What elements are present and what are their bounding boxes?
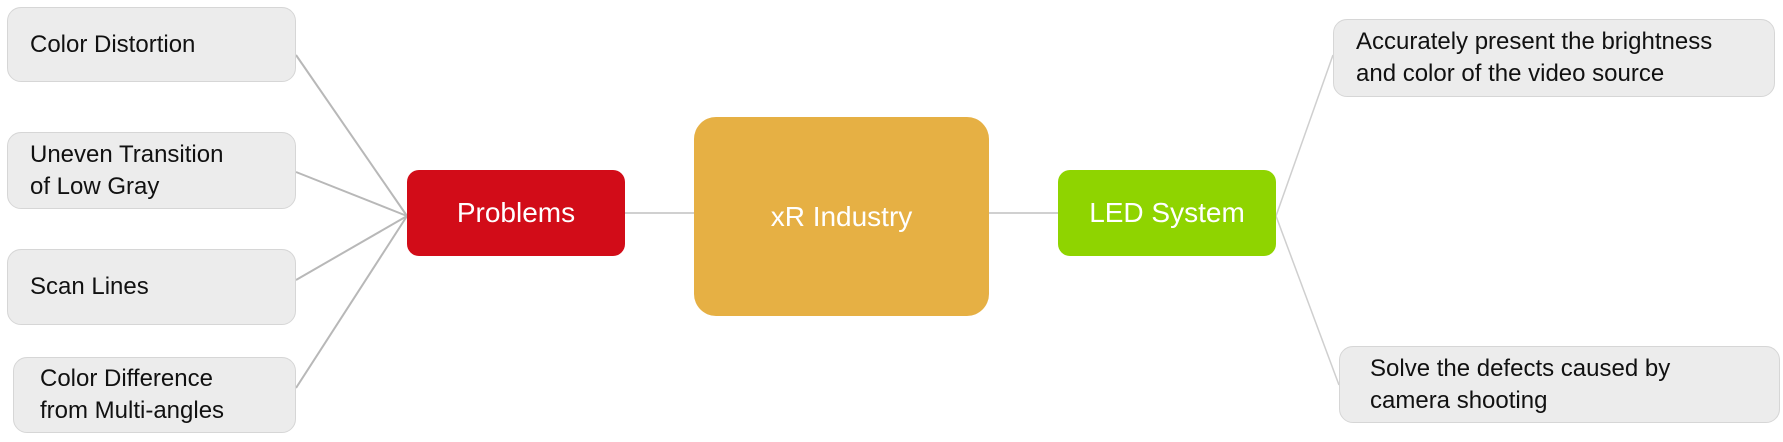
problems-node-label: Problems <box>456 197 576 228</box>
connector-problems-color-distortion <box>295 54 408 217</box>
problem-item-label: Uneven Transition of Low Gray <box>30 140 224 200</box>
connector-problems-scan-lines <box>295 215 408 281</box>
problem-item-label: Color Difference from Multi-angles <box>40 365 225 424</box>
led-item-label: Accurately present the brightness and co… <box>1356 28 1713 87</box>
led-system-node: LED System <box>1058 170 1276 256</box>
xr-industry-label: xR Industry <box>770 200 913 232</box>
led-item-accurately-present: Accurately present the brightness and co… <box>1333 19 1775 97</box>
problem-item-scan-lines: Scan Lines <box>7 249 296 325</box>
connector-problems-uneven-transition <box>295 171 408 217</box>
problems-node: Problems <box>407 170 625 256</box>
led-item-label: Solve the defects caused by camera shoot… <box>1370 354 1671 414</box>
connector-problems-color-difference <box>295 215 408 389</box>
led-item-solve-defects: Solve the defects caused by camera shoot… <box>1339 346 1780 423</box>
problem-item-label: Color Distortion <box>30 30 196 58</box>
xr-industry-node: xR Industry <box>694 117 989 316</box>
problem-item-color-distortion: Color Distortion <box>7 7 296 82</box>
connector-led-solve-defects <box>1275 215 1340 386</box>
problem-item-color-difference: Color Difference from Multi-angles <box>13 357 296 433</box>
led-system-label: LED System <box>1089 197 1245 228</box>
problem-item-uneven-transition: Uneven Transition of Low Gray <box>7 132 296 209</box>
connector-led-accurately-present <box>1275 54 1334 217</box>
problem-item-label: Scan Lines <box>30 273 149 300</box>
